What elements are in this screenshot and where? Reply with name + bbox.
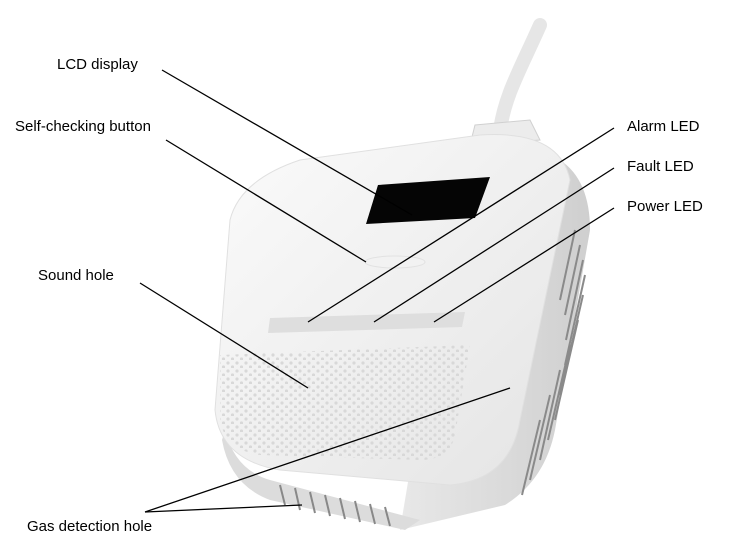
bottom-vents — [279, 484, 391, 527]
leader-lines — [139, 69, 615, 513]
label-alarm-led: Alarm LED — [627, 118, 700, 135]
lcd-display — [366, 177, 490, 224]
label-sound-hole: Sound hole — [38, 267, 114, 284]
power-cable — [493, 18, 547, 137]
label-gas-detection-hole: Gas detection hole — [27, 518, 153, 535]
device-bottom — [222, 430, 420, 530]
label-self-checking-button: Self-checking button — [15, 118, 151, 135]
sound-hole-grid — [220, 345, 470, 460]
label-fault-led: Fault LED — [627, 158, 694, 175]
led-strip — [268, 312, 465, 333]
label-lcd-display: LCD display — [57, 56, 138, 73]
side-vents — [521, 229, 586, 496]
label-power-led: Power LED — [627, 198, 703, 215]
